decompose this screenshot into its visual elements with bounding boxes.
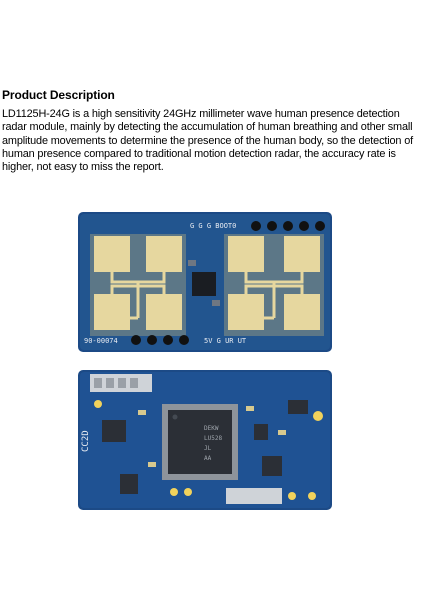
chip-marking-1: DEKW <box>204 425 219 432</box>
radar-board-antenna-side-image: G G G BOOT0 90-00074 5V G UR UT <box>78 212 332 352</box>
chip-marking-3: JL <box>204 445 212 452</box>
regulator-chip <box>102 420 126 442</box>
silk-code-label: 90-00074 <box>84 337 118 345</box>
silk-side-label: CC2D <box>81 430 91 452</box>
radar-board-component-side-image: DEKW LU528 JL AA CC2D <box>78 370 332 510</box>
chip-marking-4: AA <box>204 455 212 462</box>
radar-chip <box>192 272 216 296</box>
header-pads-top <box>251 221 325 231</box>
silk-pins-label: 5V G UR UT <box>204 337 247 345</box>
silk-header-label: G G G BOOT0 <box>190 222 236 230</box>
pin-header-bottom <box>226 488 282 504</box>
antenna-patch-right <box>224 234 324 336</box>
model-name: LD1125H-24G <box>2 108 70 120</box>
transistor <box>120 474 138 494</box>
antenna-patch-left <box>90 234 186 336</box>
description-text: is a high sensitivity 24GHz millimeter w… <box>2 108 413 174</box>
product-description: LD1125H-24G is a high sensitivity 24GHz … <box>2 108 422 174</box>
chip-marking-2: LU528 <box>204 435 222 442</box>
mcu-chip <box>162 404 238 480</box>
section-heading: Product Description <box>2 88 115 102</box>
header-pads-bottom <box>131 335 189 345</box>
